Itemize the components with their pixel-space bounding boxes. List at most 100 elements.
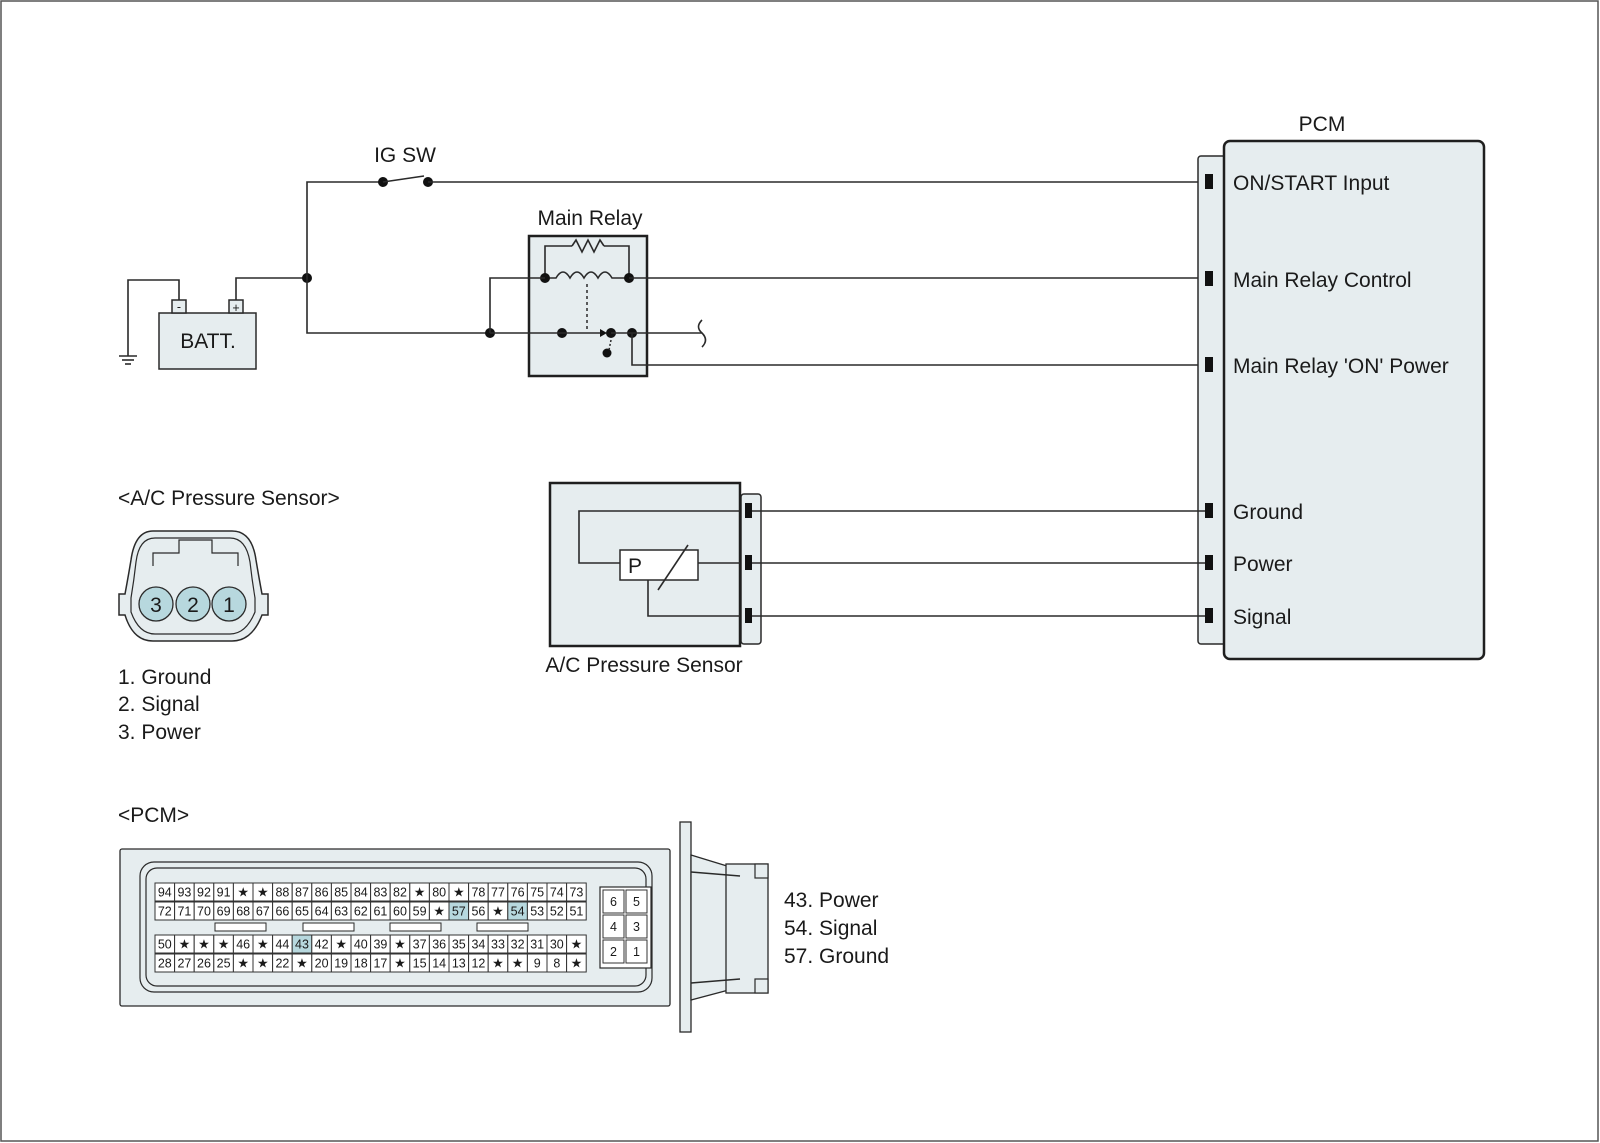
pcm-pin-label: 53 — [530, 905, 544, 919]
pcm-side-pin-label: 4 — [610, 920, 617, 934]
pcm-pin-label: 93 — [177, 886, 191, 900]
pcm-pin-label: 83 — [373, 886, 387, 900]
pcm-pin-label: 43 — [295, 938, 309, 952]
pcm-pin-label: 32 — [511, 938, 525, 952]
pcm-pin-label: 75 — [530, 886, 544, 900]
wire-to-relay — [306, 278, 490, 334]
pcm-pin-label: 80 — [432, 886, 446, 900]
pcm-block: PCM ON/START Input Main Relay Control Ma… — [1197, 113, 1486, 661]
pcm-pin-label: 60 — [393, 905, 407, 919]
pcm-side-pin-label: 2 — [610, 945, 617, 959]
pcm-pin-label: 71 — [177, 905, 191, 919]
pcm-pin-label: 20 — [315, 957, 329, 971]
pcm-pin-label: 66 — [275, 905, 289, 919]
pcm-pin-label: 22 — [275, 957, 289, 971]
pcm-side-pin-label: 6 — [610, 895, 617, 909]
pcm-connector-title: <PCM> — [118, 804, 189, 827]
sensor-connector-title: <A/C Pressure Sensor> — [118, 487, 340, 510]
pcm-pin-label: 40 — [354, 938, 368, 952]
pcm-pin-label: 73 — [569, 886, 583, 900]
pcm-pin-label: 57 — [452, 905, 466, 919]
pcm-pin-label: 52 — [550, 905, 564, 919]
pcm-side-pin-label: 5 — [633, 895, 640, 909]
pcm-pin-label: 39 — [373, 938, 387, 952]
wire-to-ig-switch — [306, 181, 383, 278]
pcm-pin-label: ★ — [394, 937, 406, 952]
pcm-title: PCM — [1299, 113, 1346, 136]
pcm-pin-label: ★ — [492, 956, 504, 971]
pcm-pin-label: ★ — [296, 956, 308, 971]
pcm-pin-ground: Ground — [1233, 501, 1303, 524]
pcm-legend-item: 43. Power — [784, 889, 879, 912]
pcm-pin-label: ★ — [179, 937, 191, 952]
pcm-pin-label: 94 — [158, 886, 172, 900]
pcm-pin-label: 34 — [471, 938, 485, 952]
pcm-pin-label: 86 — [315, 886, 329, 900]
ig-switch: IG SW — [374, 144, 436, 187]
pcm-terminal — [1205, 608, 1213, 623]
pcm-pin-label: 78 — [471, 886, 485, 900]
pcm-pin-label: 46 — [236, 938, 250, 952]
pcm-side-pin-cell — [625, 889, 648, 914]
pcm-pin-label: 13 — [452, 957, 466, 971]
pcm-pin-label: 87 — [295, 886, 309, 900]
pcm-pin-cell — [566, 901, 587, 921]
pcm-pin-label: ★ — [394, 956, 406, 971]
pcm-pin-label: 30 — [550, 938, 564, 952]
pcm-pin-label: 88 — [275, 886, 289, 900]
pcm-side-pin-cell — [602, 889, 625, 914]
pcm-pin-label: 56 — [471, 905, 485, 919]
pcm-pin-label: 54 — [511, 905, 525, 919]
pcm-pin-label: 74 — [550, 886, 564, 900]
pcm-pin-signal: Signal — [1233, 606, 1291, 629]
wire-break-icon — [697, 319, 707, 348]
pcm-side-pin-cell — [625, 914, 648, 939]
pcm-pin-label: ★ — [257, 937, 269, 952]
pcm-body — [1222, 139, 1486, 661]
pcm-side-pin-cell — [602, 939, 625, 964]
pcm-pin-label: 17 — [373, 957, 387, 971]
pcm-pin-label: 42 — [315, 938, 329, 952]
battery: - + BATT. — [158, 299, 257, 370]
main-relay-label: Main Relay — [537, 207, 643, 230]
pcm-pin-label: ★ — [571, 937, 583, 952]
pcm-pin-label: 19 — [334, 957, 348, 971]
pcm-pin-label: 77 — [491, 886, 505, 900]
pcm-pin-label: 37 — [413, 938, 427, 952]
pcm-pin-label: 50 — [158, 938, 172, 952]
pcm-pin-label: 67 — [256, 905, 270, 919]
pcm-pin-label: 8 — [553, 957, 560, 971]
ig-switch-label: IG SW — [374, 144, 436, 167]
sensor-symbol-label: P — [628, 555, 642, 578]
pcm-pin-label: 28 — [158, 957, 172, 971]
pcm-pin-label: 27 — [177, 957, 191, 971]
wire-batt-positive — [235, 277, 307, 300]
pcm-pin-label: 68 — [236, 905, 250, 919]
pcm-pin-label: 91 — [217, 886, 231, 900]
pcm-pin-label: ★ — [218, 937, 230, 952]
pcm-pin-label: 92 — [197, 886, 211, 900]
pcm-pin-label: 31 — [530, 938, 544, 952]
pcm-pin-label: ★ — [492, 904, 504, 919]
pcm-pin-label: ★ — [453, 885, 465, 900]
pcm-pin-label: 82 — [393, 886, 407, 900]
pcm-side-pin-label: 1 — [633, 945, 640, 959]
pcm-pin-label: ★ — [414, 885, 426, 900]
pcm-terminal — [1205, 555, 1213, 570]
pcm-pin-label: 69 — [217, 905, 231, 919]
pcm-pin-label: ★ — [237, 885, 249, 900]
pcm-pin-label: 84 — [354, 886, 368, 900]
sensor-legend-item: 1. Ground — [118, 666, 211, 689]
pcm-pin-label: 35 — [452, 938, 466, 952]
wire-relay-coil-feed — [489, 277, 545, 333]
pcm-pin-label: ★ — [335, 937, 347, 952]
pcm-pin-label: ★ — [571, 956, 583, 971]
sensor-label: A/C Pressure Sensor — [545, 654, 742, 677]
pcm-pin-label: 18 — [354, 957, 368, 971]
pcm-pin-label: ★ — [237, 956, 249, 971]
pcm-pin-power: Power — [1233, 553, 1293, 576]
pcm-pin-label: 85 — [334, 886, 348, 900]
pcm-terminal — [1205, 271, 1213, 286]
